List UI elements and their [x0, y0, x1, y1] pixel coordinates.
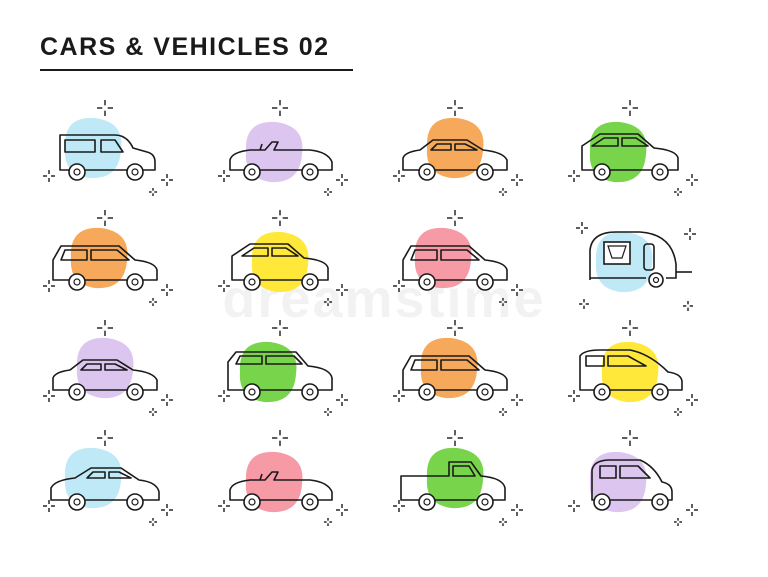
sparkle-icon [97, 210, 113, 226]
sparkle-icon [97, 100, 113, 116]
sparkle-icon [324, 518, 332, 526]
sparkle-icon [149, 408, 157, 416]
sparkle-icon [218, 500, 230, 512]
sparkle-icon [97, 320, 113, 336]
sparkle-icon [686, 504, 698, 516]
sparkle-icon [511, 394, 523, 406]
sedan-icon [385, 100, 560, 210]
station-wagon-icon [35, 210, 210, 320]
roadster-icon [210, 430, 385, 540]
sparkle-icon [393, 170, 405, 182]
sparkle-icon [499, 298, 507, 306]
suv-icon [210, 320, 385, 430]
sparkle-icon [43, 390, 55, 402]
sparkle-icon [568, 390, 580, 402]
station-wagon-icon [385, 320, 560, 430]
camper-trailer-icon [560, 210, 735, 320]
sparkle-icon [218, 280, 230, 292]
color-blob [251, 231, 309, 293]
sparkle-icon [272, 100, 288, 116]
color-blob [426, 447, 484, 509]
sparkle-icon [218, 170, 230, 182]
sparkle-icon [324, 298, 332, 306]
sparkle-icon [686, 394, 698, 406]
sparkle-icon [622, 430, 638, 446]
coupe-icon [35, 430, 210, 540]
minivan-icon [560, 320, 735, 430]
sparkle-icon [336, 394, 348, 406]
sparkle-icon [499, 188, 507, 196]
sparkle-icon [622, 320, 638, 336]
sparkle-icon [447, 320, 463, 336]
sparkle-icon [579, 299, 589, 309]
sparkle-icon [683, 301, 693, 311]
sparkle-icon [324, 408, 332, 416]
title-underline [40, 69, 353, 71]
pickup-truck-icon [385, 430, 560, 540]
sparkle-icon [511, 284, 523, 296]
sparkle-icon [511, 504, 523, 516]
sparkle-icon [272, 430, 288, 446]
convertible-coupe-icon [210, 100, 385, 210]
page-title: CARS & VEHICLES 02 [40, 33, 330, 61]
sparkle-icon [499, 408, 507, 416]
sparkle-icon [149, 518, 157, 526]
sparkle-icon [499, 518, 507, 526]
hatchback-icon [560, 100, 735, 210]
color-blob [601, 341, 659, 403]
sparkle-icon [336, 284, 348, 296]
color-blob [70, 227, 128, 289]
sparkle-icon [161, 174, 173, 186]
sparkle-icon [161, 504, 173, 516]
sparkle-icon [393, 500, 405, 512]
sparkle-icon [336, 174, 348, 186]
sparkle-icon [272, 210, 288, 226]
color-blob [245, 451, 303, 513]
sparkle-icon [568, 500, 580, 512]
color-blob [64, 117, 122, 179]
sparkle-icon [218, 390, 230, 402]
sparkle-icon [393, 280, 405, 292]
sparkle-icon [393, 390, 405, 402]
sparkle-icon [622, 100, 638, 116]
delivery-van-icon [35, 100, 210, 210]
sparkle-icon [447, 100, 463, 116]
sparkle-icon [43, 170, 55, 182]
sparkle-icon [43, 500, 55, 512]
color-blob [420, 337, 478, 399]
sparkle-icon [97, 430, 113, 446]
color-blob [245, 121, 303, 183]
sparkle-icon [568, 170, 580, 182]
sparkle-icon [43, 280, 55, 292]
hatchback-icon [210, 210, 385, 320]
sparkle-icon [684, 228, 696, 240]
sparkle-icon [149, 298, 157, 306]
sparkle-icon [336, 504, 348, 516]
sedan-icon [35, 320, 210, 430]
sparkle-icon [674, 518, 682, 526]
sparkle-icon [674, 408, 682, 416]
color-blob [414, 227, 472, 289]
sparkle-icon [272, 320, 288, 336]
sparkle-icon [674, 188, 682, 196]
microcar-icon [560, 430, 735, 540]
sparkle-icon [324, 188, 332, 196]
sparkle-icon [161, 394, 173, 406]
sparkle-icon [447, 210, 463, 226]
sparkle-icon [576, 222, 588, 234]
sparkle-icon [149, 188, 157, 196]
sparkle-icon [686, 174, 698, 186]
sparkle-icon [511, 174, 523, 186]
icon-grid [35, 100, 735, 540]
crossover-icon [385, 210, 560, 320]
sparkle-icon [447, 430, 463, 446]
sparkle-icon [161, 284, 173, 296]
